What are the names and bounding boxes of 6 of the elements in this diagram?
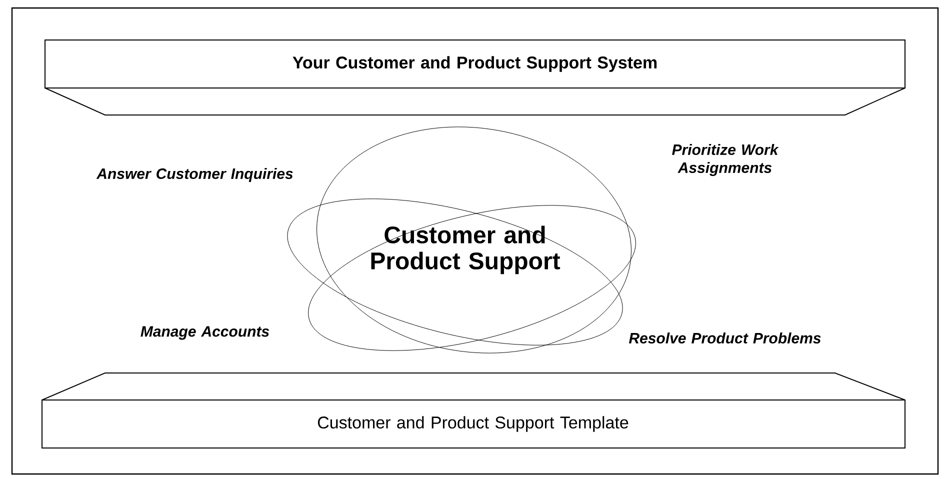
- task-label: Prioritize Work Assignments: [672, 144, 779, 176]
- platform-slab: Customer and Product Support Template: [42, 372, 906, 448]
- task-label: Manage Accounts: [140, 326, 270, 340]
- task-label: Resolve Product Problems: [629, 332, 821, 344]
- task-label: Answer Customer Inquiries: [96, 168, 293, 182]
- platform-slab: Your Customer and Product Support System: [44, 40, 906, 116]
